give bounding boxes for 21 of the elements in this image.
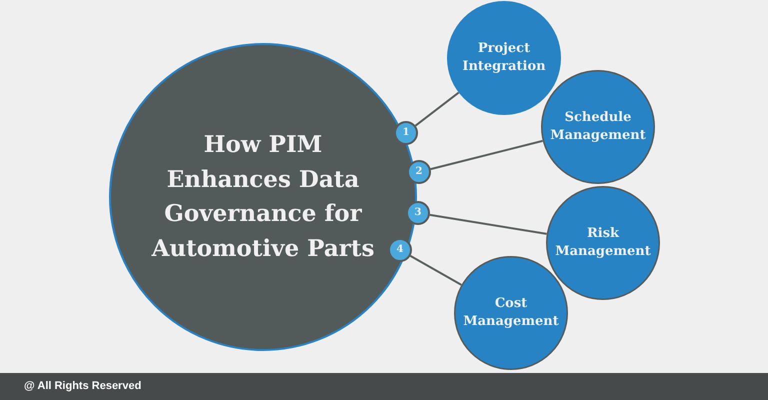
step-number: 4 [396,244,404,256]
number-badge [406,201,430,225]
connector-line [430,140,543,170]
topic-title: How PIM Enhances Data Governance for Automotive Parts [150,130,376,264]
copyright-notice: @ All Rights Reserved [24,380,142,393]
aspect-label: Risk Management [554,225,652,261]
aspect-circle [447,1,561,115]
connector-line [430,214,547,235]
step-number: 2 [416,166,422,178]
number-badge [394,121,418,145]
topic-circle [109,43,417,351]
connector-line [414,92,460,126]
aspect-label: Schedule Management [549,109,647,145]
aspect-label: Project Integration [461,40,547,76]
step-number: 3 [414,207,422,219]
aspect-label: Cost Management [462,295,560,331]
aspect-circle [454,256,568,370]
connector-line [410,255,462,286]
aspect-circle [546,186,660,300]
number-badge [407,160,431,184]
step-number: 1 [402,127,410,139]
